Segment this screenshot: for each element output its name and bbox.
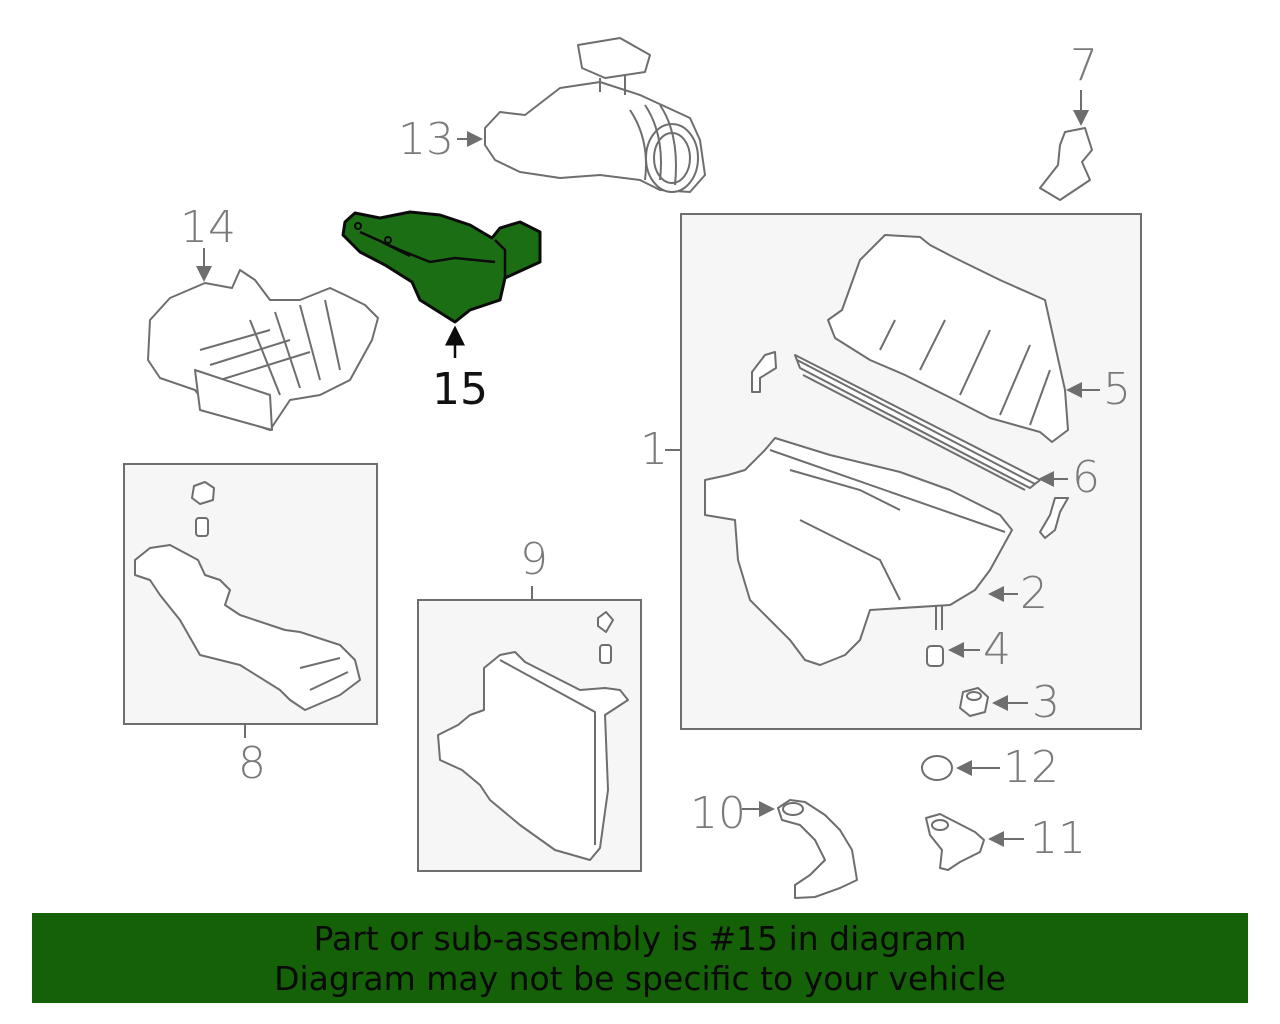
banner-line-part-number: Part or sub-assembly is #15 in diagram — [313, 919, 967, 958]
clip-left — [751, 351, 777, 393]
callout-13[interactable]: 13 — [398, 114, 454, 165]
part-4-grommet — [926, 642, 980, 667]
callout-2[interactable]: 2 — [1020, 568, 1048, 619]
clip-right — [1039, 497, 1069, 539]
part-6-filter — [794, 354, 1068, 491]
part-5-upper-case — [827, 234, 1100, 443]
part-14-resonator — [147, 248, 379, 431]
callout-3[interactable]: 3 — [1032, 677, 1060, 728]
info-banner: Part or sub-assembly is #15 in diagram D… — [32, 913, 1248, 1003]
part-3-cushion — [959, 687, 1028, 717]
callout-6[interactable]: 6 — [1072, 452, 1100, 503]
callout-1[interactable]: 1 — [640, 424, 668, 475]
callout-4[interactable]: 4 — [983, 624, 1011, 675]
callout-9[interactable]: 9 — [520, 534, 548, 585]
banner-line-disclaimer: Diagram may not be specific to your vehi… — [274, 959, 1006, 998]
callout-5[interactable]: 5 — [1103, 364, 1131, 415]
part-8-intake-duct — [134, 481, 361, 738]
part-9-ecu-bracket — [437, 586, 629, 861]
part-2-lower-case — [704, 437, 1018, 666]
part-13-intake-hose — [457, 37, 706, 193]
part-10-bracket — [742, 799, 858, 899]
part-15-highlighted — [341, 210, 542, 358]
callout-12[interactable]: 12 — [1003, 742, 1059, 793]
callout-15[interactable]: 15 — [432, 364, 488, 415]
callout-10[interactable]: 10 — [690, 788, 746, 839]
part-11-bracket — [925, 813, 1024, 871]
callout-8[interactable]: 8 — [238, 738, 266, 789]
part-12-o-ring — [921, 755, 1000, 781]
part-7-sensor — [1039, 90, 1093, 201]
callout-11[interactable]: 11 — [1030, 813, 1086, 864]
callout-14[interactable]: 14 — [180, 202, 236, 253]
callout-7[interactable]: 7 — [1070, 40, 1098, 91]
